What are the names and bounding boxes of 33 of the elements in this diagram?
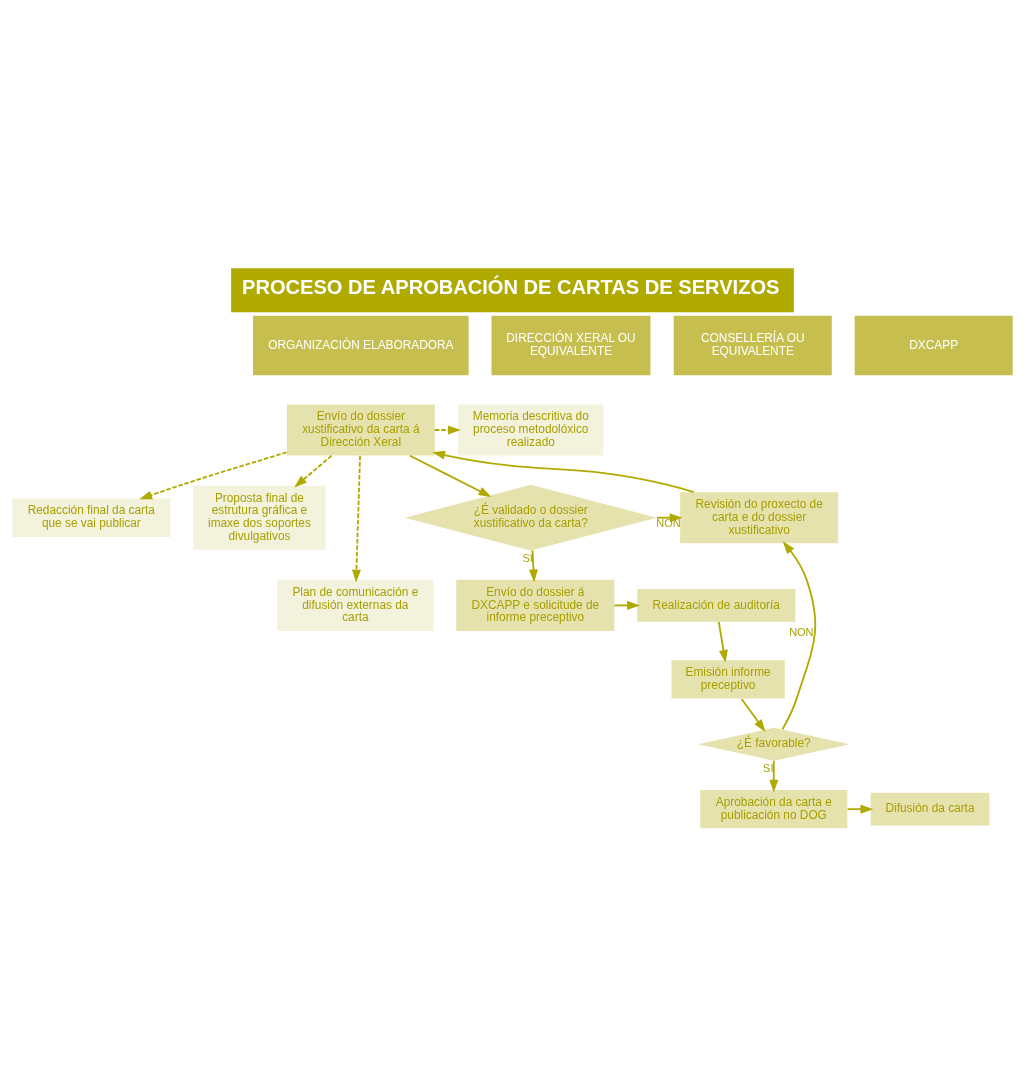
arrow	[294, 454, 333, 487]
node-box: Aprobación da carta e publicación no DOG	[700, 789, 848, 828]
arrow	[409, 454, 492, 497]
arrow	[529, 548, 538, 582]
node-box: Plan de comunicación e difusión externas da carta	[277, 579, 434, 631]
arrow	[769, 759, 779, 792]
edge-label: NON	[789, 625, 814, 638]
node-box: Envío do dossier xustificativo da carta á Dirección Xeral	[286, 403, 435, 456]
edge-label: NON	[656, 515, 681, 528]
arrow	[740, 697, 766, 732]
arrow	[433, 425, 461, 434]
node-box: DXCAPP	[854, 315, 1013, 375]
node-diamond: ¿É favorable?	[697, 727, 850, 761]
arrow	[432, 450, 695, 493]
node-box: Emisión informe preceptivo	[671, 659, 785, 699]
arrow	[846, 804, 874, 814]
edge-label: SI	[522, 551, 533, 564]
node-box: ORGANIZACIÓN ELABORADORA	[253, 315, 469, 375]
node-box: CONSELLERÍA OU EQUIVALENTE	[673, 315, 832, 375]
node-box: Envío do dossier á DXCAPP e solicitude de informe preceptivo	[456, 579, 615, 631]
edge-label: SI	[763, 761, 774, 774]
arrow	[781, 540, 817, 730]
diagram-title: PROCESO DE APROBACIÓN DE CARTAS DE SERVIZOS	[242, 275, 780, 298]
node-box: Realización de auditoría	[637, 588, 796, 622]
node-box: Proposta final de estrutura gráfica e imaxe dos soportes divulgativos	[193, 485, 326, 550]
arrow	[351, 454, 361, 582]
arrow	[139, 451, 288, 499]
node-box: DIRECCIÓN XERAL OU EQUIVALENTE	[491, 315, 651, 375]
arrow	[717, 620, 728, 663]
node-box: Revisión do proxecto de carta e do dossier xustificativo	[680, 491, 839, 543]
node-box: Memoria descritiva do proceso metodolóxico realizado	[458, 403, 604, 456]
node-box: Redacción final da carta que se vai publicar	[12, 498, 171, 537]
node-box: Difusión da carta	[870, 792, 990, 826]
